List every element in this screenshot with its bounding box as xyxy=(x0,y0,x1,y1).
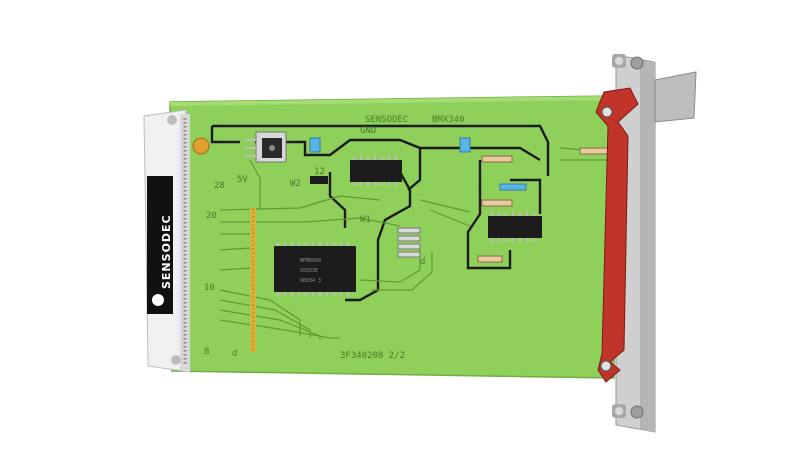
pin-28-label: 28 xyxy=(214,181,225,191)
pin-8-label: 8 xyxy=(204,347,209,357)
resistors xyxy=(309,137,611,263)
connector-brand: SENSODEC xyxy=(160,214,173,289)
pin-header xyxy=(250,208,256,352)
right-ic-chip xyxy=(488,212,542,242)
pin-10-label: 10 xyxy=(204,283,215,293)
jumper xyxy=(310,176,328,184)
model-silk: BMX340 xyxy=(432,115,465,125)
d-label-2: d xyxy=(420,257,425,267)
5v-label: 5V xyxy=(237,175,248,185)
capacitor xyxy=(192,137,210,155)
chip-marking-2: 55033E xyxy=(300,268,318,274)
gnd-label: GND xyxy=(360,126,376,136)
upper-ic-chip xyxy=(350,156,402,186)
pin-20-label: 20 xyxy=(206,211,217,221)
voltage-regulator xyxy=(244,131,287,163)
part-number: 3F340208 2/2 xyxy=(340,351,405,361)
front-handle xyxy=(595,87,639,383)
edge-connector: SENSODEC xyxy=(143,109,191,373)
d-label: d xyxy=(232,349,237,359)
w1-label: W1 xyxy=(360,215,371,225)
copper-traces xyxy=(210,124,550,302)
chip-marking-1: MPM8000 xyxy=(300,258,321,264)
chip-marking-3: 98034 3 xyxy=(300,278,321,284)
silkscreen: SENSODEC BMX340 GND 5V W2 W1 28 20 10 8 … xyxy=(204,115,465,361)
pin-12-label: 12 xyxy=(314,167,325,177)
main-ic-chip: MPM8000 55033E 98034 3 xyxy=(274,242,356,296)
w2-label: W2 xyxy=(290,179,301,189)
brand-silk: SENSODEC xyxy=(365,115,408,125)
